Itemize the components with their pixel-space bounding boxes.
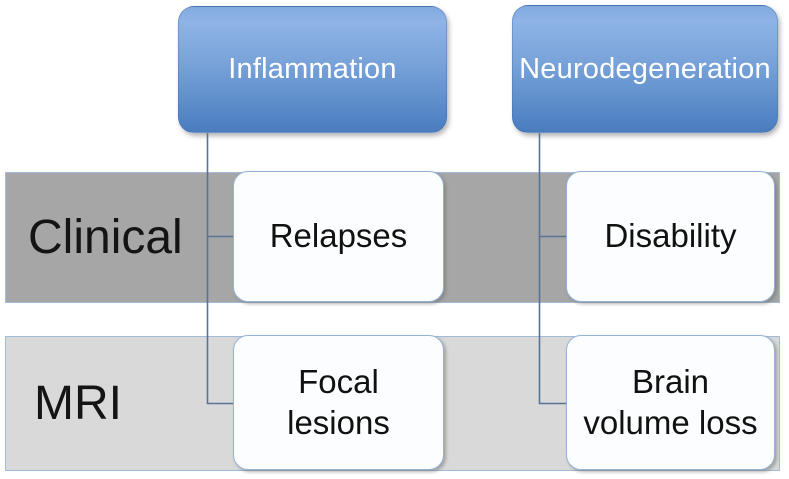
inflammation-label: Inflammation — [228, 53, 397, 85]
cell-disability-label: Disability — [604, 217, 737, 255]
cell-brain-volume-loss-line-2: volume loss — [583, 403, 758, 441]
cell-disability: Disability — [566, 171, 775, 302]
row-mri-label: MRI — [34, 376, 122, 430]
cell-focal-lesions-line-1: Focal — [298, 363, 379, 401]
neurodegeneration-label: Neurodegeneration — [519, 52, 771, 85]
cell-relapses: Relapses — [233, 171, 444, 302]
cell-brain-volume-loss-line-1: Brain — [631, 363, 710, 401]
cell-brain-volume-loss: Brain volume loss — [566, 335, 775, 470]
inflammation-box: Inflammation — [178, 6, 447, 133]
cell-focal-lesions: Focal lesions — [233, 335, 444, 470]
neurodegeneration-box: Neurodegeneration — [512, 5, 778, 133]
row-clinical-label: Clinical — [28, 210, 183, 264]
cell-focal-lesions-line-2: lesions — [287, 403, 390, 441]
cell-relapses-label: Relapses — [269, 217, 408, 255]
